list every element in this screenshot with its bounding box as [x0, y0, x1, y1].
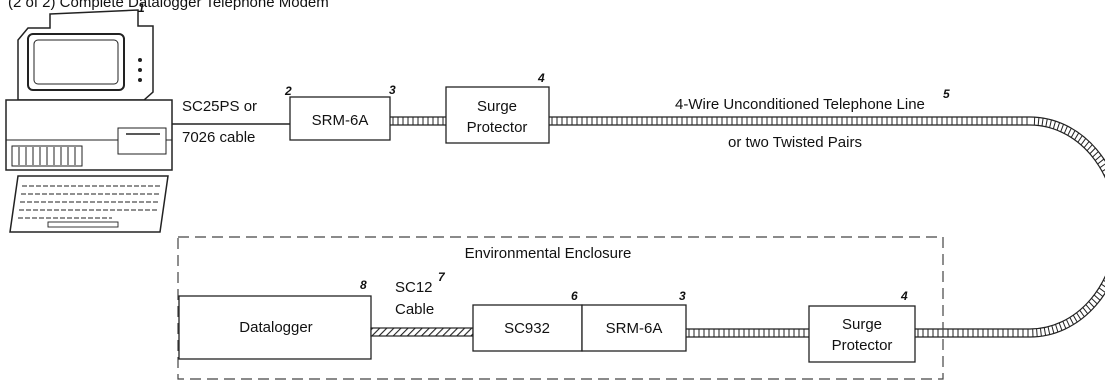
surge-bottom-line1: Surge — [842, 316, 882, 333]
sc12-label-line1: SC12 — [395, 279, 433, 296]
sc12-number: 7 — [438, 270, 446, 284]
environmental-enclosure — [177, 236, 944, 380]
sc932-label: SC932 — [504, 320, 550, 337]
datalogger-label: Datalogger — [239, 319, 312, 336]
cable-label-line1: SC25PS or — [182, 98, 257, 115]
computer-number: 1 — [138, 1, 145, 15]
srm-6a-bottom-number: 3 — [679, 289, 686, 303]
phone-cable-srm-to-surge-bottom — [686, 328, 809, 338]
datalogger-box — [178, 295, 372, 360]
srm-6a-bottom-box — [581, 304, 687, 352]
srm-6a-top-label: SRM-6A — [312, 112, 369, 129]
srm-6a-bottom-label: SRM-6A — [606, 320, 663, 337]
computer-icon — [5, 9, 173, 233]
phone-line-label-line1: 4-Wire Unconditioned Telephone Line — [675, 96, 925, 113]
phone-line-label-line2: or two Twisted Pairs — [728, 134, 862, 151]
cable-number: 2 — [284, 84, 292, 98]
surge-bottom-line2: Protector — [832, 337, 893, 354]
surge-protector-bottom-box — [808, 305, 916, 363]
surge-top-line1: Surge — [477, 98, 517, 115]
cable-label-line2: 7026 cable — [182, 129, 255, 146]
phone-line-number: 5 — [943, 87, 950, 101]
telephone-line — [549, 116, 1105, 338]
srm-6a-top-box — [289, 96, 391, 141]
enclosure-label: Environmental Enclosure — [465, 245, 632, 262]
sc932-number: 6 — [571, 289, 578, 303]
header-caption: (2 of 2) Complete Datalogger Telephone M… — [8, 0, 329, 11]
surge-top-number: 4 — [537, 71, 545, 85]
sc12-cable — [370, 327, 474, 337]
phone-cable-srm-to-surge — [390, 116, 446, 126]
srm-6a-top-number: 3 — [389, 83, 396, 97]
sc932-box — [472, 304, 583, 352]
surge-top-line2: Protector — [467, 119, 528, 136]
sc12-label-line2: Cable — [395, 301, 434, 318]
surge-protector-top-box — [445, 86, 550, 144]
datalogger-number: 8 — [360, 278, 367, 292]
surge-bottom-number: 4 — [900, 289, 908, 303]
